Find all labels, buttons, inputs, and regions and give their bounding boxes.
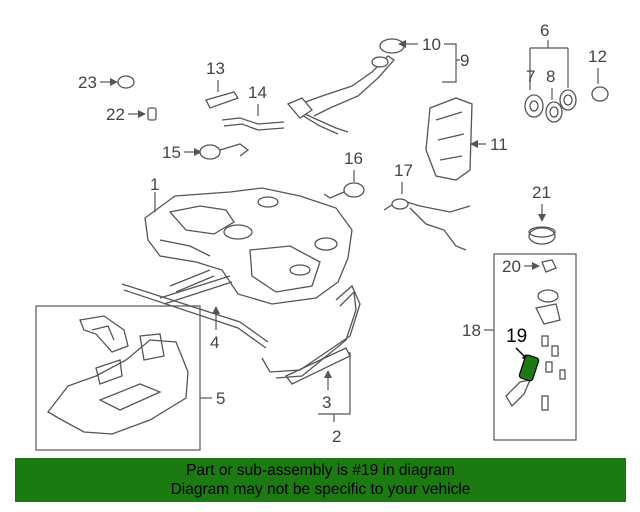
callout-17: 17 [394,161,413,180]
fuel-tank-part [144,187,353,305]
sender-part-15 [199,143,250,160]
callout-18: 18 [462,321,481,340]
heat-shield-part [47,315,189,435]
callout-12: 12 [588,47,607,66]
banner-line-2: Diagram may not be specific to your vehi… [170,481,471,498]
tank-strap-part [121,269,361,385]
filler-neck-part [286,38,405,135]
callout-15: 15 [162,143,181,162]
callout-14: 14 [248,83,267,102]
callout-10: 10 [422,35,441,54]
lock-ring-part-21 [528,226,556,245]
callout-16: 16 [344,149,363,168]
banner-line-1: Part or sub-assembly is #19 in diagram [186,462,455,479]
part-info-banner: Part or sub-assembly is #19 in diagram D… [15,458,626,502]
hose-part-13 [205,91,240,109]
seal-rings-part [524,89,577,123]
callout-20: 20 [502,257,521,276]
sensor-part-16 [323,182,365,199]
valve-part-22 [147,107,157,121]
bracket-part-11 [425,97,473,181]
callout-3: 3 [322,393,331,412]
parts-diagram: 1 4 3 2 5 10 9 [35,21,609,451]
callout-4: 4 [210,333,219,352]
pump-components [505,259,566,411]
callout-22: 22 [106,105,125,124]
fuel-pump-part-19 [518,354,540,382]
callout-5: 5 [216,389,225,408]
callout-19: 19 [506,326,527,347]
callout-21: 21 [532,183,551,202]
valve-part-23 [117,75,135,89]
callout-8: 8 [546,67,555,86]
callout-11: 11 [490,135,508,154]
callout-6: 6 [540,21,549,40]
callout-1: 1 [150,175,159,194]
callout-7: 7 [526,67,535,86]
callout-23: 23 [78,73,97,92]
harness-part-17 [383,198,471,251]
cap-part-12 [591,86,609,102]
callout-13: 13 [206,59,225,78]
callout-9: 9 [460,51,469,70]
callout-2: 2 [332,427,341,446]
hose-part-14 [221,117,285,131]
